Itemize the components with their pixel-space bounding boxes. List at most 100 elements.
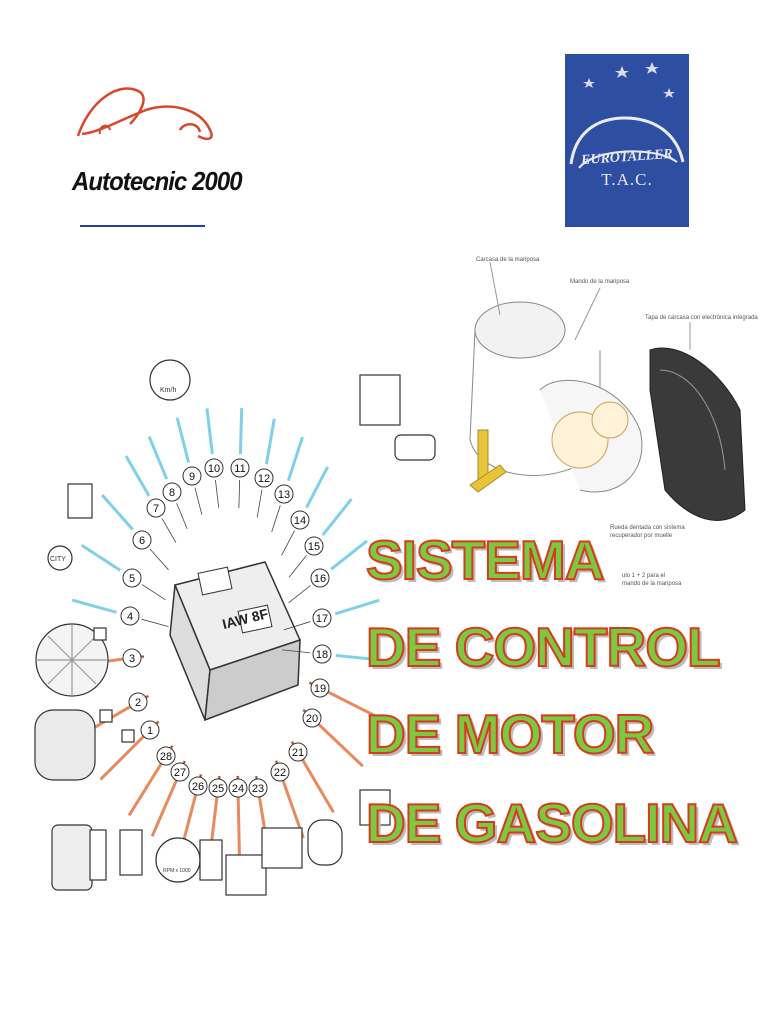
autotecnic-wordmark: Autotecnic 2000 <box>72 166 243 196</box>
autotecnic-logo <box>76 87 213 141</box>
callout-circle <box>132 530 152 550</box>
ac-compressor-icon <box>34 709 96 781</box>
callout-circle <box>156 746 176 766</box>
callout-number: 20 <box>306 713 318 725</box>
callout-leader <box>282 649 311 654</box>
callout-leader <box>288 555 307 578</box>
callout-circle <box>208 778 228 798</box>
logo-wheel <box>178 123 202 133</box>
callout-circle <box>310 678 330 698</box>
eurotaller-subtitle: T.A.C. <box>601 170 653 189</box>
callout-circle <box>146 498 166 518</box>
callout-arrow <box>335 653 382 662</box>
callout-number: 14 <box>294 515 306 527</box>
logo-underline <box>80 225 205 227</box>
callout-leader <box>281 530 295 556</box>
fuel-pump-icon <box>51 824 93 891</box>
callout-number: 18 <box>316 649 328 661</box>
callout-circle <box>140 720 160 740</box>
logo-wheel-rear <box>98 124 111 135</box>
callout-circle <box>254 468 274 488</box>
callout-leader <box>176 502 188 530</box>
callout-arrow <box>264 418 276 465</box>
callout-circle <box>182 466 202 486</box>
callout-number: 2 <box>135 697 141 709</box>
callout-arrow <box>71 598 117 614</box>
callout-number: 19 <box>314 683 326 695</box>
relay-icon <box>99 709 113 723</box>
pressure-sensor-icon <box>67 483 93 519</box>
callout-arrow <box>175 417 191 463</box>
caption-angle-sensor: ulo 1 + 2 para el <box>622 573 666 579</box>
callout-circle <box>120 606 140 626</box>
callout-circle <box>230 458 250 478</box>
callout-circle <box>188 776 208 796</box>
callout-circle <box>302 708 322 728</box>
callout-number: 7 <box>153 503 159 515</box>
callout-number: 8 <box>169 487 175 499</box>
title-line-1: SISTEMA <box>365 529 605 591</box>
callout-number: 1 <box>147 725 153 737</box>
callout-circle <box>128 692 148 712</box>
callout-leader <box>149 548 169 571</box>
callout-number: 12 <box>258 473 270 485</box>
ignition-coil-icon <box>261 827 303 869</box>
check-engine-icon <box>225 854 267 896</box>
injector-icon <box>359 789 391 826</box>
callout-leader <box>238 479 241 508</box>
callout-leader <box>141 584 166 601</box>
callout-number: 13 <box>278 489 290 501</box>
logo-car-line <box>81 105 213 141</box>
callout-arrow <box>80 544 122 572</box>
callout-number: 15 <box>308 541 320 553</box>
title-line-4: DE GASOLINA <box>365 792 739 854</box>
callout-circle <box>270 762 290 782</box>
callout-arrow <box>286 436 304 482</box>
speed-sensor-icon <box>119 829 143 876</box>
logo-swoosh <box>76 87 145 137</box>
title-line-2: DE CONTROL <box>365 616 722 678</box>
callout-number: 4 <box>127 611 133 623</box>
callout-number: 6 <box>139 535 145 547</box>
airflow-meter-icon <box>394 434 436 461</box>
callout-number: 25 <box>212 783 224 795</box>
callout-number: 28 <box>160 751 172 763</box>
callout-number: 23 <box>252 783 264 795</box>
callout-arrow <box>101 494 134 531</box>
caption-gear-wheel: Rueda dentada con sistema <box>610 525 685 531</box>
callout-circle <box>122 568 142 588</box>
callout-number: 21 <box>292 747 304 759</box>
speedometer-icon <box>149 359 191 401</box>
callout-arrow <box>238 407 244 455</box>
callout-circle <box>274 484 294 504</box>
callout-leader <box>161 518 177 543</box>
gauge-label: Km/h <box>160 387 176 394</box>
rpm-label: RPM x 1000 <box>163 868 191 874</box>
callout-number: 5 <box>129 573 135 585</box>
callout-leader <box>141 618 169 628</box>
callout-arrow <box>305 466 330 509</box>
eurotaller-logo: EUROTALLER T.A.C. <box>565 54 689 227</box>
callout-circle <box>170 762 190 782</box>
caption-throttle-housing: Carcasa de la mariposa <box>476 257 540 263</box>
callout-circle <box>312 608 332 628</box>
callout-circle <box>228 778 248 798</box>
eurotaller-emblem <box>569 62 685 169</box>
oil-pressure-icon <box>199 839 223 881</box>
callout-arrow <box>321 498 353 536</box>
callout-number: 27 <box>174 767 186 779</box>
city-label: CITY <box>50 556 66 563</box>
callout-number: 10 <box>208 463 220 475</box>
throttle-body-illustration <box>469 261 746 521</box>
callout-leader <box>194 487 203 515</box>
callout-number: 26 <box>192 781 204 793</box>
callout-leader <box>215 479 220 508</box>
callout-number: 17 <box>316 613 328 625</box>
city-button-icon <box>47 545 73 571</box>
ecu-module: IAW 8F <box>169 561 302 722</box>
title-line-3: DE MOTOR <box>365 703 655 765</box>
callout-number: 3 <box>129 653 135 665</box>
knock-sensor-icon <box>89 829 107 881</box>
